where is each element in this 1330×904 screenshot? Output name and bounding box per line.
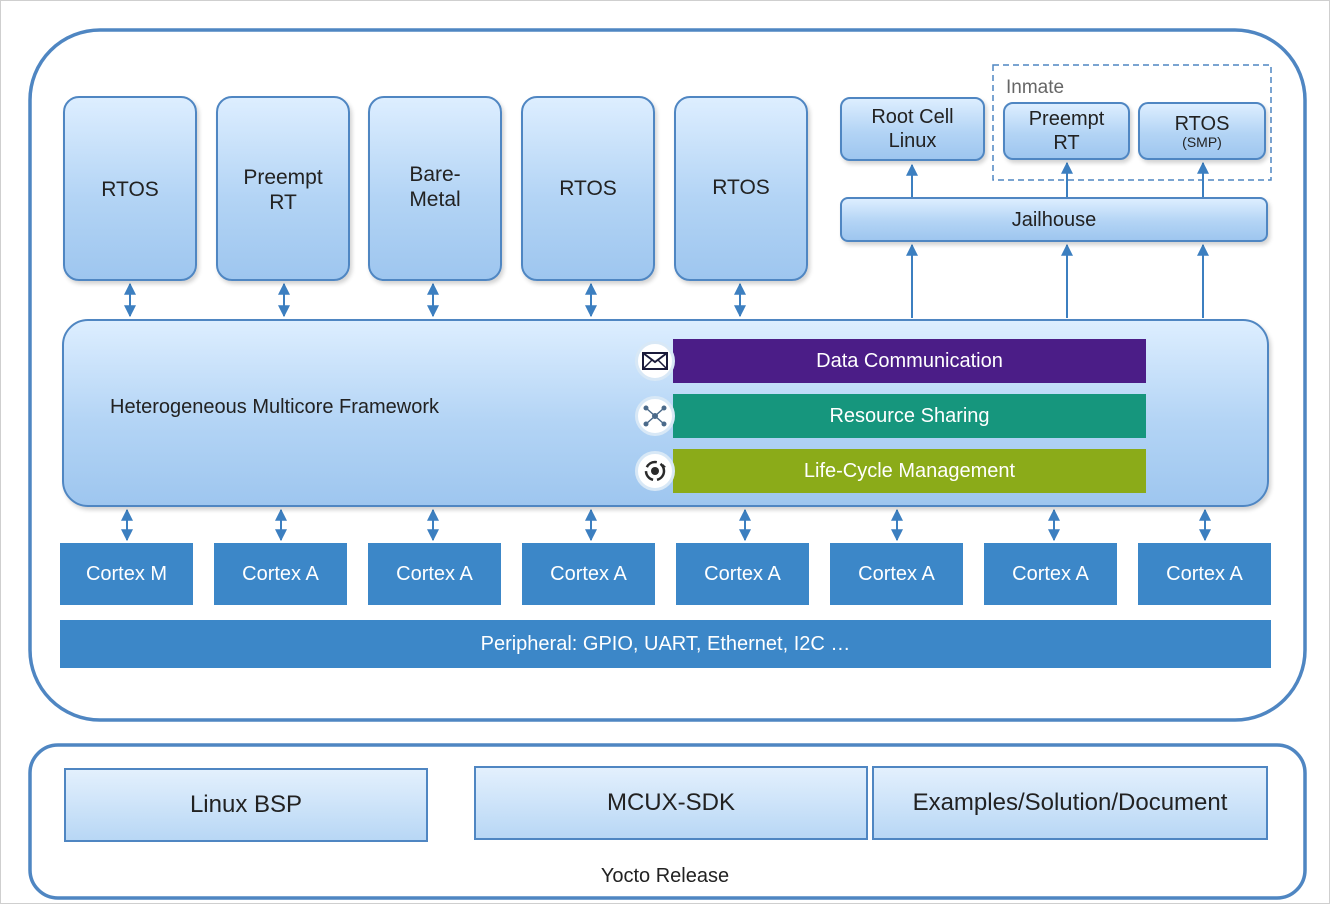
os-partition-line1: RTOS — [101, 178, 159, 202]
core-block: Cortex A — [522, 543, 655, 605]
release-item-mcux-sdk: MCUX-SDK — [474, 766, 868, 840]
feature-bar-resource-sharing: Resource Sharing — [673, 394, 1146, 438]
release-label: Yocto Release — [600, 865, 730, 887]
os-partition-label: RTOS — [521, 164, 655, 214]
os-partition-line1: RTOS — [712, 176, 770, 200]
core-block: Cortex A — [368, 543, 501, 605]
os-partition-label: RTOS — [63, 165, 197, 215]
os-partition-line2: Metal — [409, 188, 461, 211]
inmate-group-box — [992, 64, 1272, 181]
os-partition-box — [368, 96, 502, 281]
core-block: Cortex A — [214, 543, 347, 605]
network-share-icon — [635, 396, 675, 436]
root-cell-label: Root Cell Linux — [840, 102, 985, 156]
inmate-box — [1138, 102, 1266, 160]
os-partition-line1: RTOS — [559, 177, 617, 201]
os-partition-line1: Bare- — [409, 162, 461, 186]
inmate-line1: Preempt — [1028, 108, 1105, 130]
envelope-icon — [635, 341, 675, 381]
inmate-line1: RTOS — [1174, 113, 1230, 136]
jailhouse-bar — [840, 197, 1268, 242]
root-cell-line1: Root Cell — [871, 106, 954, 128]
root-cell-line2: Linux — [888, 130, 937, 152]
os-partition-label: Bare- Metal — [368, 160, 502, 214]
core-block: Cortex A — [984, 543, 1117, 605]
inmate-line2: (SMP) — [1182, 134, 1222, 151]
os-partition-line2: RT — [269, 191, 297, 214]
os-partition-box — [63, 96, 197, 281]
core-block: Cortex A — [830, 543, 963, 605]
os-partition-box — [216, 96, 350, 281]
core-block: Cortex A — [676, 543, 809, 605]
core-block: Cortex A — [1138, 543, 1271, 605]
framework-title: Heterogeneous Multicore Framework — [110, 396, 440, 418]
inmate-label: Inmate — [1006, 76, 1065, 98]
inmate-box-label: Preempt RT — [1003, 105, 1130, 157]
release-item-linux-bsp: Linux BSP — [64, 768, 428, 842]
os-partition-box — [674, 96, 808, 281]
feature-bar-life-cycle: Life-Cycle Management — [673, 449, 1146, 493]
root-cell-box — [840, 97, 985, 161]
feature-bar-data-communication: Data Communication — [673, 339, 1146, 383]
peripheral-bar: Peripheral: GPIO, UART, Ethernet, I2C … — [60, 620, 1271, 668]
os-partition-line1: Preempt — [243, 165, 323, 189]
os-partition-box — [521, 96, 655, 281]
arrow-group — [121, 161, 1211, 542]
inmate-box — [1003, 102, 1130, 160]
os-partition-label: RTOS — [674, 163, 808, 213]
core-block: Cortex M — [60, 543, 193, 605]
inmate-box-label: RTOS (SMP) — [1138, 107, 1266, 157]
os-partition-label: Preempt RT — [216, 163, 350, 217]
release-item-examples: Examples/Solution/Document — [872, 766, 1268, 840]
jailhouse-label: Jailhouse — [1011, 208, 1097, 231]
inmate-line2: RT — [1053, 132, 1080, 154]
cycle-gear-icon — [635, 451, 675, 491]
